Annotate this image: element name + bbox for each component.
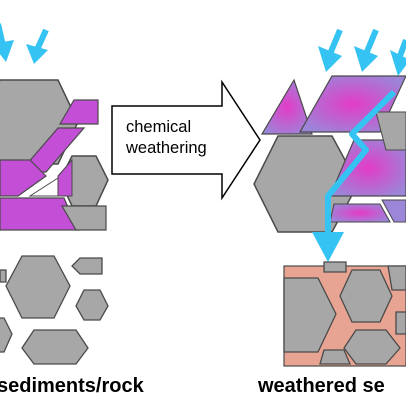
grain-hexagon (319, 349, 351, 365)
purple-mineral (57, 158, 73, 197)
water-arrow-icon (390, 50, 406, 76)
grain-hexagon (0, 317, 13, 353)
caption-left: sediments/rock (0, 375, 144, 397)
loose-sediment (0, 255, 109, 365)
grain-hexagon (283, 277, 337, 353)
weathered-block (253, 75, 406, 262)
water-arrow-icon (327, 28, 343, 56)
process-label-line2: weathering (126, 139, 207, 157)
water-arrow-icon (354, 46, 378, 72)
block-arrow-right-icon (111, 79, 261, 201)
purple-mineral (0, 159, 47, 197)
grain-hexagon (60, 205, 107, 231)
grain-hexagon (343, 329, 401, 365)
water-arrow-icon (312, 232, 344, 262)
grain-hexagon (0, 269, 7, 283)
grain-hexagon (71, 257, 103, 275)
grain-hexagon (387, 265, 406, 291)
water-arrow-icon (363, 28, 379, 56)
grain-hexagon (5, 255, 71, 319)
water-arrow-icon (318, 46, 342, 72)
water-inflow-arrows-left (0, 23, 49, 64)
purple-mineral (18, 127, 86, 173)
grain-hexagon (75, 289, 109, 321)
water-inflow-arrows-right (318, 28, 406, 76)
purple-mineral (58, 99, 99, 125)
water-arrow-icon (397, 38, 406, 58)
water-arrow-icon (26, 44, 48, 64)
water-arrow-icon (0, 40, 14, 62)
weathered-sediment (283, 261, 406, 367)
weathered-mineral (260, 78, 313, 135)
water-flow-path (325, 89, 397, 234)
process-label-line1: chemical (126, 118, 192, 136)
weathered-mineral (381, 199, 406, 223)
grain-hexagon (323, 261, 347, 273)
grain-hexagon (339, 269, 393, 323)
grain-hexagon (21, 329, 89, 365)
grain-hexagon (375, 111, 406, 151)
process-label: chemical weathering (126, 117, 207, 159)
sediment-block (0, 79, 109, 231)
weathered-mineral (329, 203, 391, 223)
caption-right: weathered se (258, 375, 385, 397)
grain-hexagon (395, 311, 406, 335)
